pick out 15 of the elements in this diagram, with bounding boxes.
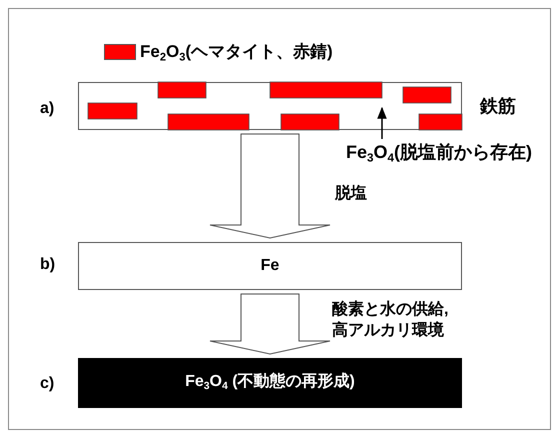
legend-label: Fe$_{2}$O$_{3}$(ヘマタイト、赤錆) xyxy=(140,42,333,64)
state-box xyxy=(78,242,462,290)
state-box xyxy=(78,358,462,408)
oxide-label: Fe$_{3}$O$_{4}$(脱塩前から存在) xyxy=(346,142,532,164)
edge-label: 脱塩 xyxy=(335,185,367,204)
panel-label: b) xyxy=(40,256,56,274)
state-label: Fe$_{3}$O$_{4}$ (不動態の再形成) xyxy=(185,372,355,394)
state-label: Fe xyxy=(260,256,280,276)
panel-label: c) xyxy=(40,375,54,394)
rebar-label: 鉄筋 xyxy=(480,96,516,117)
block-arrow xyxy=(210,134,330,239)
block-arrow xyxy=(210,294,330,355)
leader-arrow xyxy=(377,106,387,139)
panel-label: a) xyxy=(40,100,54,118)
rebar-bar xyxy=(78,82,462,130)
